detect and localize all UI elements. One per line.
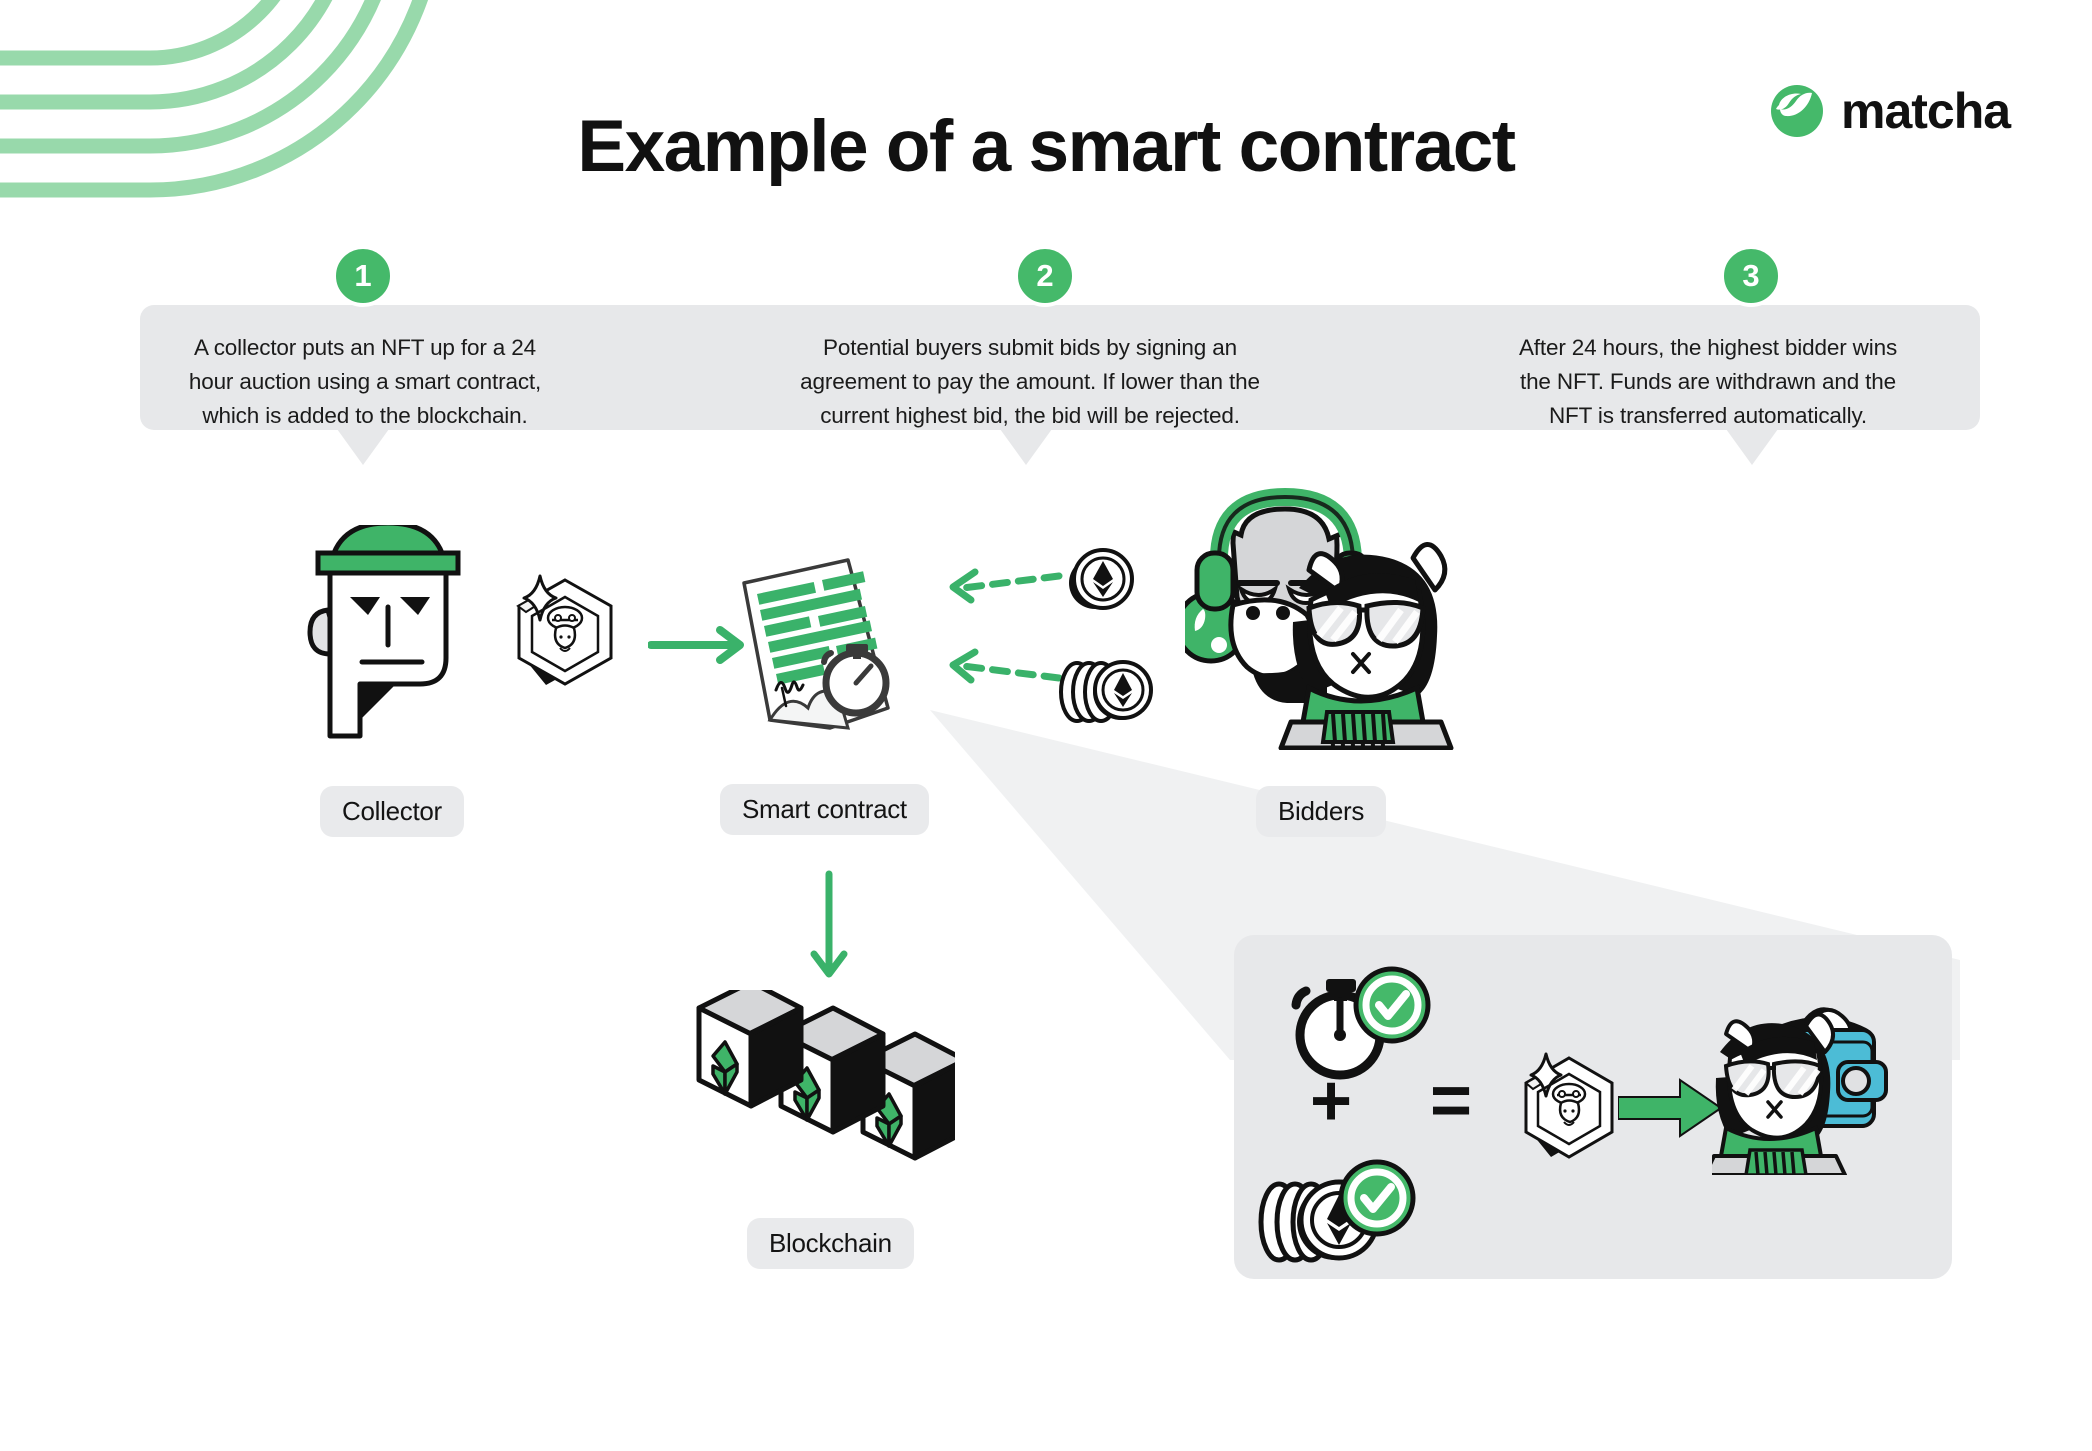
solid-green-arrow-down-icon — [810, 870, 848, 978]
dashed-green-arrow-left-2-icon — [949, 648, 1063, 684]
step-text-1: A collector puts an NFT up for a 24 hour… — [188, 335, 542, 429]
stopwatch-verified-icon — [1291, 966, 1431, 1080]
ethereum-coin-stack-icon — [1059, 660, 1153, 723]
label-pill-bidders: Bidders — [1256, 786, 1387, 837]
green-transfer-arrow-icon — [1618, 1078, 1723, 1138]
label-pill-blockchain: Blockchain — [747, 1218, 914, 1269]
step-text-2: Potential buyers submit bids by signing … — [800, 335, 1260, 429]
step-text-3: After 24 hours, the highest bidder wins … — [1518, 335, 1898, 429]
winner-with-wallet-icon — [1712, 1007, 1888, 1175]
solid-green-arrow-right-icon — [648, 626, 744, 664]
brand-name: matcha — [1841, 83, 2011, 139]
step-number-2: 2 — [1036, 258, 1054, 293]
equation-plus-symbol: + — [1310, 1061, 1353, 1141]
penguin-bidder-character-icon — [1278, 542, 1454, 750]
ethereum-coin-icon — [1069, 548, 1134, 610]
smart-contract-document-icon — [742, 558, 890, 730]
band-tail-1 — [337, 429, 389, 465]
nft-hexagon-ape-icon — [516, 574, 613, 686]
step-badge-1: 1 — [332, 245, 394, 307]
band-tail-3 — [1726, 429, 1778, 465]
step-number-3: 3 — [1742, 258, 1760, 293]
step-number-1: 1 — [354, 258, 372, 293]
coins-verified-icon — [1258, 1159, 1416, 1263]
label-pill-collector: Collector — [320, 786, 464, 837]
matcha-leaf-logo-icon — [1771, 85, 1823, 137]
equation-equals-symbol: = — [1430, 1061, 1473, 1141]
collector-character-icon — [307, 525, 461, 739]
dashed-green-arrow-left-1-icon — [949, 568, 1063, 604]
page-title: Example of a smart contract — [577, 106, 1516, 187]
blockchain-blocks-icon — [696, 990, 955, 1161]
step-badge-3: 3 — [1720, 245, 1782, 307]
step-badge-2: 2 — [1014, 245, 1076, 307]
brand-logo: matcha — [1770, 82, 2011, 140]
steps-band — [140, 305, 1980, 430]
band-tail-2 — [1000, 429, 1052, 465]
decorative-arcs — [0, 0, 429, 198]
result-nft-hexagon-ape-icon — [1524, 1052, 1614, 1159]
label-pill-smart-contract: Smart contract — [720, 784, 929, 835]
